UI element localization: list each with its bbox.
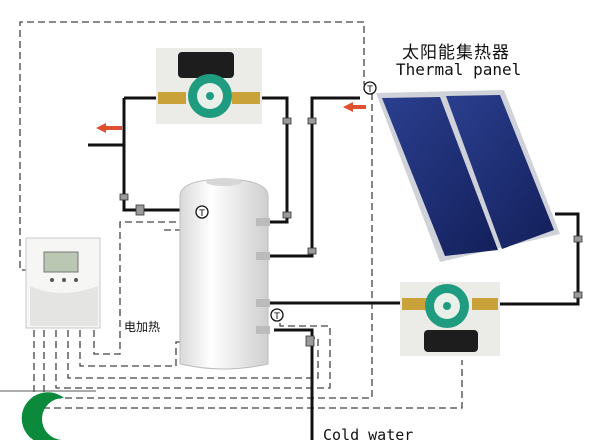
- thermal-panel-icon: [376, 90, 560, 262]
- thermal-panel-label-en: Thermal panel: [396, 60, 522, 79]
- pipe-fittings: [119, 117, 583, 347]
- cold-water-label: Cold water: [323, 426, 414, 444]
- flow-arrow-icon: [96, 102, 366, 133]
- temperature-sensor-icon: T T T: [195, 81, 377, 322]
- storage-tank-icon: [179, 178, 270, 370]
- logo-icon: [0, 390, 96, 440]
- piping: [88, 96, 580, 440]
- sensor-label: T: [273, 312, 280, 322]
- bottom-pump: [400, 282, 500, 356]
- controller-icon: [25, 237, 101, 329]
- top-pump: [156, 48, 262, 124]
- thermal-panel-label-cn: 太阳能集热器: [402, 43, 510, 63]
- sensor-label: T: [366, 85, 373, 95]
- sensor-label: T: [198, 209, 205, 219]
- electric-heater-label: 电加热: [124, 320, 161, 334]
